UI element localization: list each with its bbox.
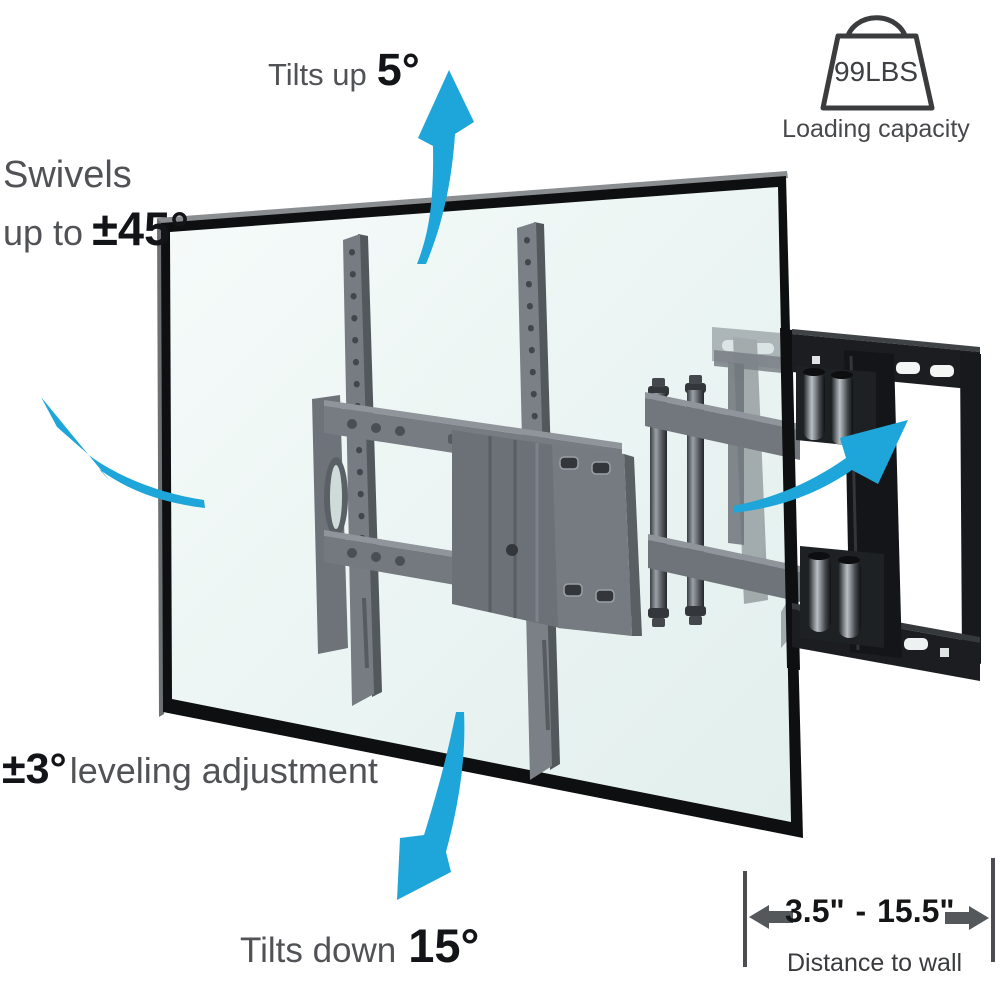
leveling-label: ±3° leveling adjustment [2, 745, 378, 794]
load-capacity-value: 99LBS [833, 56, 919, 87]
wall-plate-right-post [960, 352, 981, 664]
dimension-arrow-right-icon [945, 906, 989, 930]
rail-slot [542, 639, 550, 731]
arm-bar-lower [648, 540, 800, 602]
articulating-arm [645, 375, 800, 627]
left-bracket-plate [312, 395, 348, 654]
wall-distance-label: Distance to wall [787, 949, 963, 977]
swivel-line1: Swivels [3, 154, 132, 196]
leveling-value: ±3° [2, 745, 67, 793]
wall-plate [792, 329, 981, 681]
right-bracket-plate [552, 444, 642, 636]
tilt-down-text: Tilts down [240, 931, 397, 970]
swivel-right-arrow-icon [733, 420, 908, 513]
hinge-bottom [800, 546, 884, 648]
rail-slot [362, 597, 369, 669]
leveling-text: leveling adjustment [69, 750, 378, 791]
swivel-value: ±45° [92, 202, 189, 255]
tilt-up-arrow-icon [417, 70, 474, 264]
tilt-plate-center [452, 430, 560, 628]
hinge-top [796, 366, 876, 448]
dimension-tick-left [743, 871, 747, 967]
swivel-label: Swivels up to ±45° [3, 154, 189, 256]
weight-kettlebell-icon [820, 15, 935, 111]
tilt-down-value: 15° [408, 919, 480, 972]
distance-dimension [743, 858, 995, 967]
tilt-up-label: Tilts up 5° [268, 44, 420, 96]
arm-support-post [714, 350, 782, 545]
tilt-down-arrow-icon [397, 712, 465, 900]
dimension-arrow-left-icon [749, 905, 793, 929]
tilt-down-label: Tilts down 15° [240, 918, 479, 973]
dimension-tick-right [991, 858, 995, 962]
load-capacity-label: Loading capacity [782, 115, 970, 143]
arm-bar-upper [645, 398, 800, 460]
tilt-up-value: 5° [376, 44, 420, 95]
wall-distance-range: 3.5" - 15.5" [785, 893, 955, 929]
swivel-line2: up to [3, 212, 84, 253]
tilt-up-text: Tilts up [268, 57, 367, 92]
